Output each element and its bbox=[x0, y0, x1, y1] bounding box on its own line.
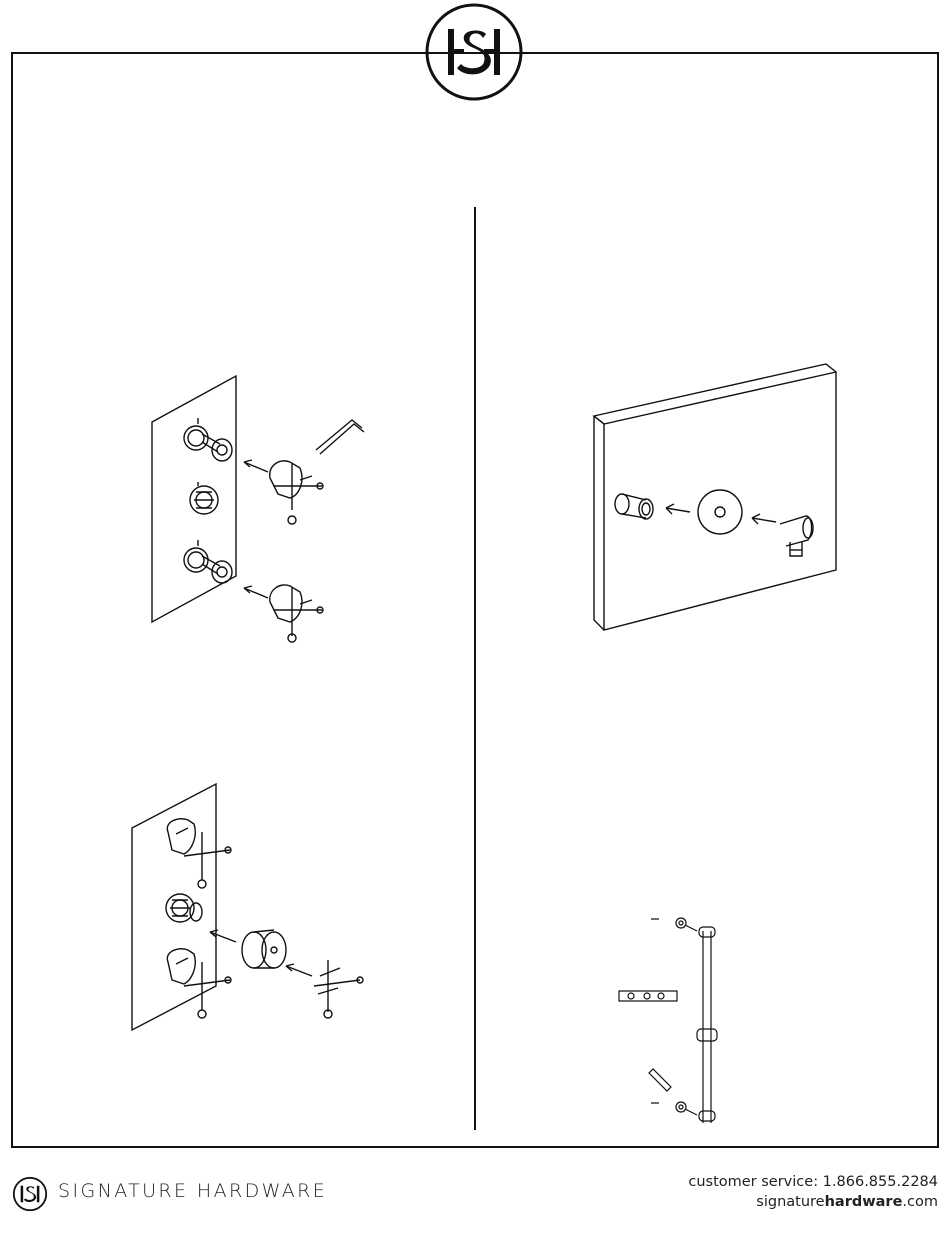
slide-bar-install-diagram bbox=[615, 905, 735, 1130]
brand-name: SIGNATURE HARDWARE bbox=[58, 1180, 327, 1202]
customer-service-line: customer service: 1.866.855.2284 bbox=[688, 1172, 938, 1192]
footer-logo bbox=[12, 1176, 48, 1212]
wall-elbow-install-diagram bbox=[590, 360, 840, 635]
handle-install-diagram bbox=[140, 370, 380, 645]
website-prefix: signature bbox=[756, 1194, 824, 1210]
contact-info: customer service: 1.866.855.2284 signatu… bbox=[688, 1172, 938, 1212]
website-suffix: .com bbox=[902, 1194, 938, 1210]
diverter-handle-install-diagram bbox=[128, 780, 368, 1035]
column-divider bbox=[474, 207, 476, 1130]
website-line[interactable]: signaturehardware.com bbox=[688, 1192, 938, 1212]
website-bold: hardware bbox=[825, 1194, 903, 1210]
